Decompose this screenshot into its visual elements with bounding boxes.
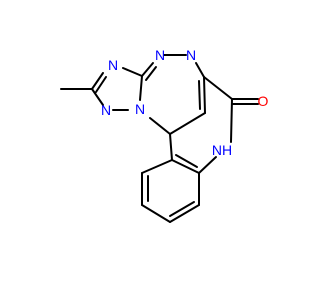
bond-c3a-n4	[141, 62, 154, 77]
bond-c9-c10-inner	[169, 201, 195, 217]
bond-c2-n3	[91, 72, 104, 90]
bond-c9-c10	[169, 204, 200, 223]
bond-n5-c6	[195, 62, 205, 78]
bond-c12-c11a	[141, 159, 173, 174]
bond-c11b-n11	[149, 117, 171, 135]
bond-c10-c11	[141, 204, 171, 223]
bonds	[60, 54, 259, 223]
atom-n-top-right: N	[186, 47, 196, 63]
bond-n1-c2	[91, 88, 104, 106]
bond-c2-n3-double	[95, 76, 107, 93]
bond-c7-n8	[230, 98, 233, 143]
molecule-canvas: N N N N N NH O	[60, 47, 269, 223]
bond-n3-c3a	[122, 67, 143, 77]
atom-n-ring-left: N	[101, 102, 111, 118]
bond-c6-c6a	[203, 76, 206, 114]
atom-n-ring-center: N	[135, 101, 145, 117]
bond-c11a-c8a-inner	[175, 154, 198, 168]
atom-nh: NH	[212, 142, 232, 158]
atom-n-top-mid: N	[155, 47, 165, 63]
atom-n-top-left: N	[108, 57, 118, 73]
bond-c6a-c11b	[169, 112, 206, 135]
structure-drawing: N N N N N NH O	[60, 47, 269, 223]
bond-hidden	[205, 99, 232, 113]
bond-c6-c6a-double	[198, 80, 201, 110]
bond-c6-c7	[203, 76, 233, 100]
bond-c11b-c11a	[169, 133, 173, 161]
bond-c3a-n10	[139, 75, 143, 101]
atom-labels: N N N N N NH O	[101, 47, 269, 158]
bond-n8-c8a	[198, 156, 217, 174]
atom-o: O	[258, 93, 269, 109]
bond-c3a-n4-double	[145, 66, 157, 81]
bond-c11a-c8a	[171, 159, 200, 174]
